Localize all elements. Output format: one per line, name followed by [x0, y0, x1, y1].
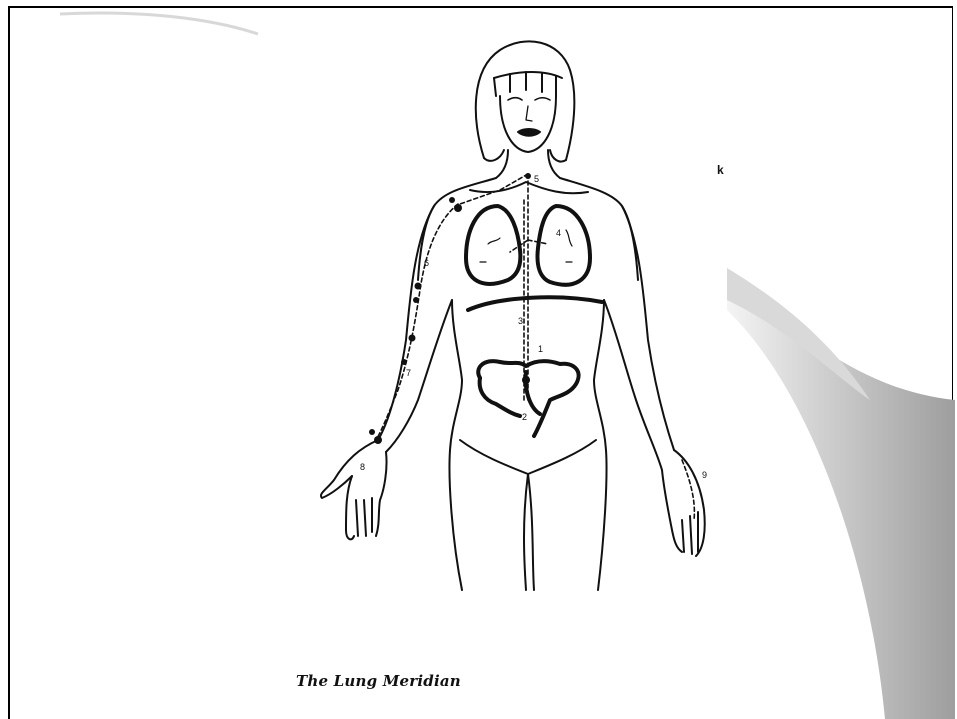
meridian-pathway: [376, 174, 694, 520]
stray-mark: k: [717, 163, 724, 177]
point-label: 3: [518, 316, 523, 326]
point-label: 5: [534, 174, 539, 184]
diaphragm: [468, 297, 602, 310]
point-label: 2: [522, 412, 527, 422]
point-label: 6: [424, 258, 429, 268]
head: [476, 41, 575, 161]
arms: [321, 206, 705, 556]
point-label: 9: [702, 470, 707, 480]
point-label: 8: [360, 462, 365, 472]
page-curl-decoration: [60, 13, 955, 719]
point-label: 1: [538, 344, 543, 354]
point-label: 7: [406, 368, 411, 378]
figure-caption: The Lung Meridian: [296, 672, 461, 690]
point-label: 4: [556, 228, 561, 238]
